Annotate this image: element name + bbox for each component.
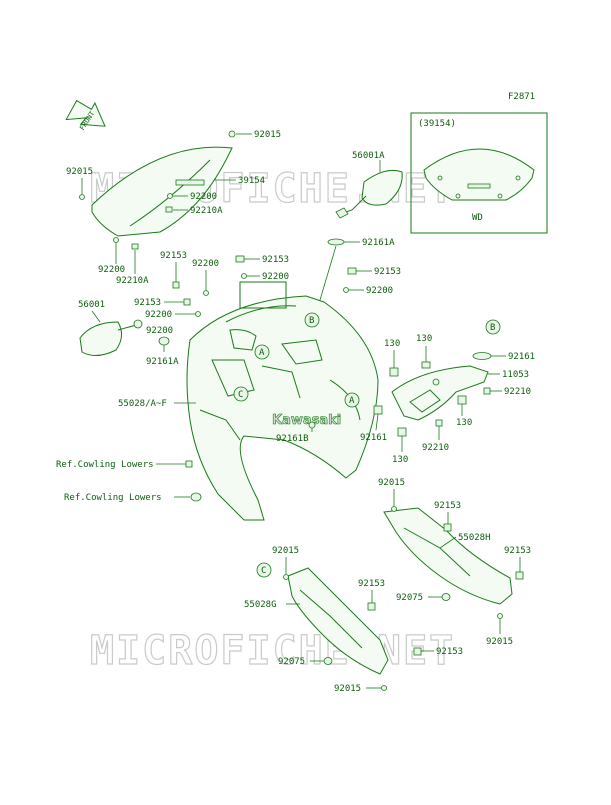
callout-B-1-label: B (309, 316, 314, 326)
label-56001: 56001 (78, 300, 105, 310)
label-92153-1: 92153 (160, 251, 187, 261)
label-92210A-a: 92210A (190, 206, 223, 216)
label-92153-2: 92153 (262, 255, 289, 265)
left-mirror (79, 319, 143, 356)
label-92161A-r: 92161A (362, 238, 395, 248)
watermark-bottom: MICROFICHE.NET (90, 628, 455, 674)
label-130-d: 130 (392, 455, 408, 465)
windshield-inset: (39154) WD (410, 112, 548, 234)
panel-55028G (287, 567, 389, 675)
inset-windshield (423, 148, 535, 201)
right-mirror (335, 169, 403, 219)
label-92200-b: 92200 (98, 265, 125, 275)
callout-C-1 (233, 386, 249, 402)
figure-id: F2871 (508, 92, 535, 102)
label-92161-r: 92161 (508, 352, 535, 362)
callout-B-1 (304, 312, 320, 328)
label-92075-r: 92075 (396, 593, 423, 603)
bracket-11053 (391, 365, 489, 421)
front-arrow-icon: FRONT (65, 99, 106, 132)
label-92161B: 92161B (276, 434, 309, 444)
screw-92015-top (228, 130, 236, 138)
label-55028AF: 55028/A~F (118, 399, 167, 409)
label-92200-d: 92200 (262, 272, 289, 282)
label-11053: 11053 (502, 370, 529, 380)
label-92153-l: 92153 (358, 579, 385, 589)
label-130-c: 130 (456, 418, 472, 428)
label-92210A-b: 92210A (116, 276, 149, 286)
callout-A-2-label: A (349, 396, 355, 406)
label-92015-left: 92015 (66, 167, 93, 177)
label-92200-a: 92200 (190, 192, 217, 202)
callout-B-2 (485, 319, 501, 335)
label-92153-r: 92153 (504, 546, 531, 556)
label-55028G: 55028G (244, 600, 277, 610)
label-92153-b: 92153 (436, 647, 463, 657)
label-92153-m: 92153 (434, 501, 461, 511)
label-92015-l: 92015 (272, 546, 299, 556)
inset-frame (410, 112, 548, 234)
windshield (91, 146, 233, 237)
label-130-a: 130 (384, 339, 400, 349)
callout-B-2-label: B (490, 323, 495, 333)
brand-watermark: Kawasaki (272, 413, 341, 428)
label-92200-c: 92200 (192, 259, 219, 269)
callout-A-1-label: A (259, 348, 265, 358)
label-55028H: 55028H (458, 533, 491, 543)
label-92153-4: 92153 (134, 298, 161, 308)
label-92200-g: 92200 (146, 326, 173, 336)
label-92075-l: 92075 (278, 657, 305, 667)
label-92200-f: 92200 (145, 310, 172, 320)
label-130-b: 130 (416, 334, 432, 344)
label-92210-a: 92210 (504, 387, 531, 397)
callout-C-2-label: C (261, 566, 266, 576)
label-ref-cowling-lowers-2: Ref.Cowling Lowers (64, 493, 162, 503)
callout-C-2 (256, 562, 272, 578)
label-39154: 39154 (238, 176, 265, 186)
callout-C-1-label: C (238, 390, 243, 400)
label-92200-e: 92200 (366, 286, 393, 296)
label-92153-3: 92153 (374, 267, 401, 277)
inset-title: (39154) (418, 119, 456, 129)
label-92015-m: 92015 (378, 478, 405, 488)
label-92210-b: 92210 (422, 443, 449, 453)
callout-A-1 (254, 344, 270, 360)
label-ref-cowling-lowers-1: Ref.Cowling Lowers (56, 460, 154, 470)
callout-A-2 (344, 392, 360, 408)
inset-footer: WD (472, 213, 483, 223)
label-92161: 92161 (360, 433, 387, 443)
inset-logo-plate (467, 183, 491, 189)
upper-cowling (186, 281, 379, 521)
label-92015-b: 92015 (334, 684, 361, 694)
label-92161A-l: 92161A (146, 357, 179, 367)
label-92015-r: 92015 (486, 637, 513, 647)
label-56001A: 56001A (352, 151, 385, 161)
label-92015-top: 92015 (254, 130, 281, 140)
